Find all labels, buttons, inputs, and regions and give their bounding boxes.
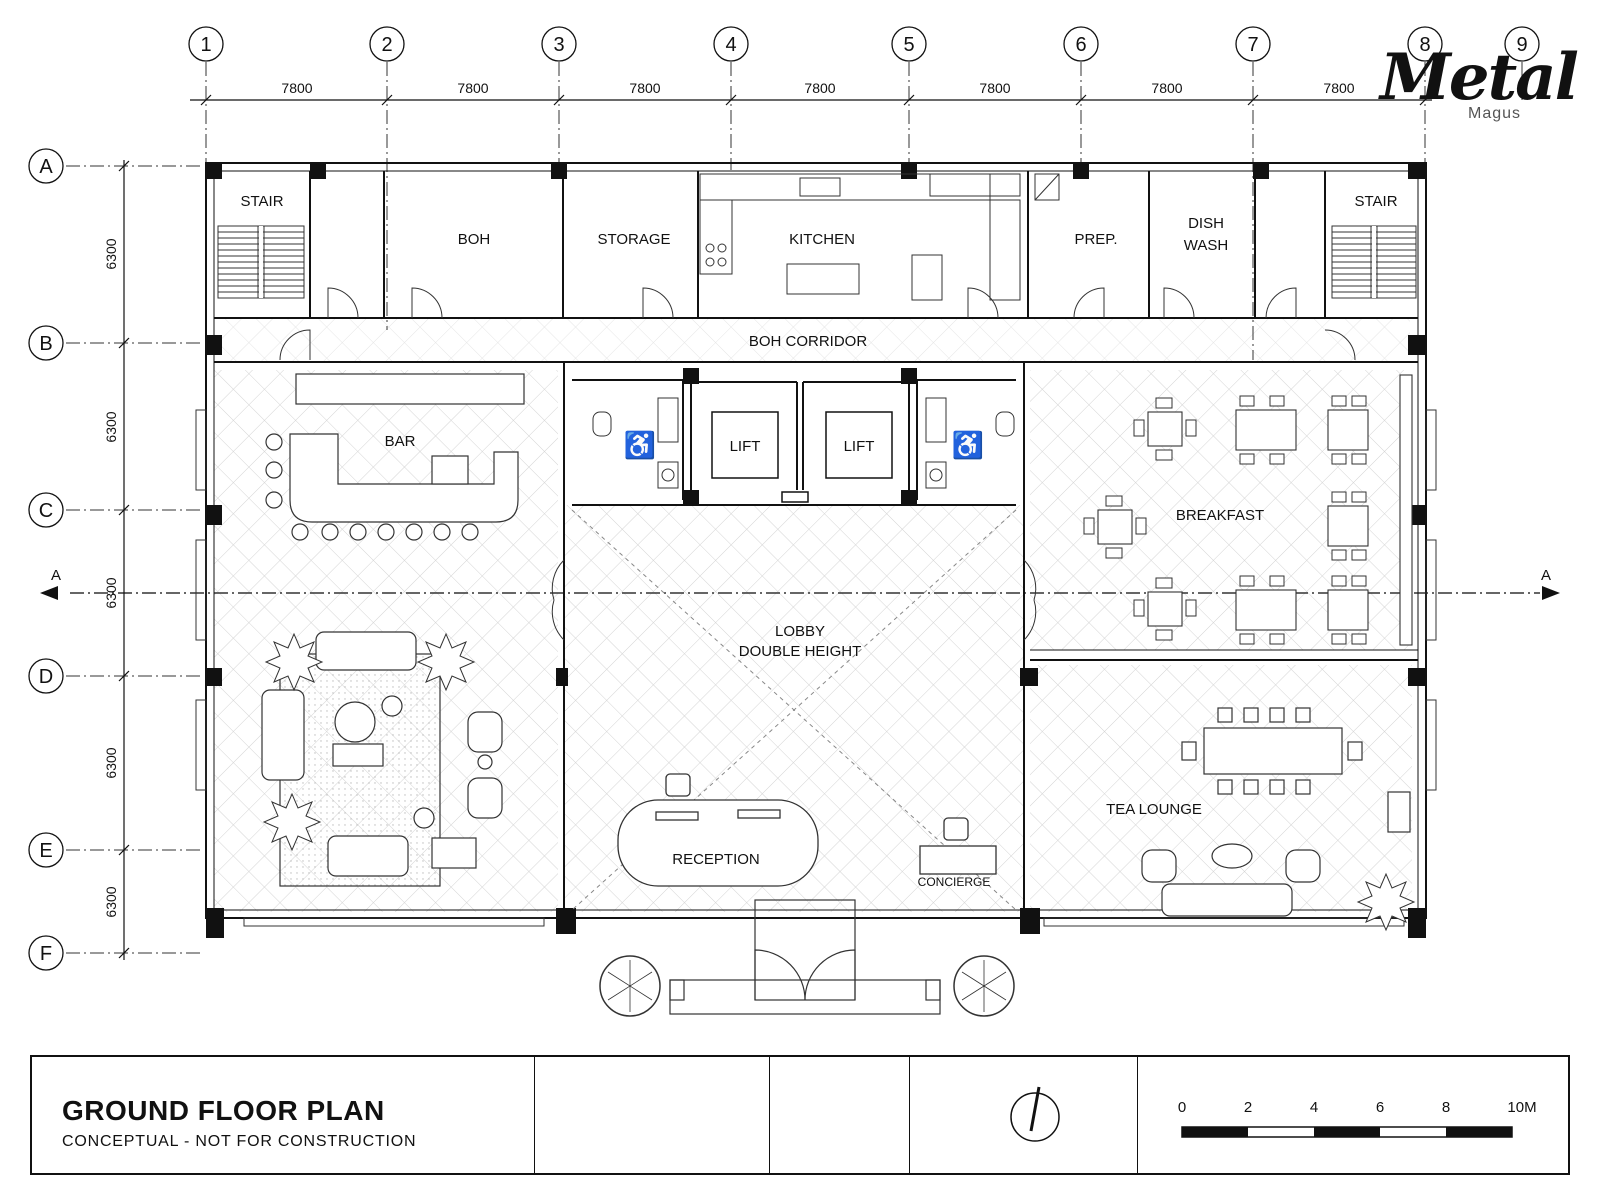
dimension-label: 6300: [103, 747, 119, 778]
column-dimensions: 7800 7800 7800 7800 7800 7800 7800: [281, 80, 1354, 96]
boh-doors: [279, 287, 1356, 361]
dimension-label: 7800: [804, 80, 835, 96]
main-entrance: [669, 899, 941, 1015]
dimension-label: 6300: [103, 886, 119, 917]
room-label-tea-lounge: TEA LOUNGE: [1106, 801, 1202, 818]
svg-text:A: A: [51, 567, 61, 584]
logo-wordmark: Metal: [1380, 40, 1579, 115]
grid-bubble-9: 9: [1516, 34, 1527, 56]
lobby-side-doors: [551, 559, 1037, 641]
row-grid-labels: A B C D E F: [39, 156, 54, 965]
stair-left: [217, 225, 305, 299]
room-label-dish-wash: WASH: [1184, 237, 1228, 254]
lounge-furniture: [261, 631, 503, 887]
scale-cell: 0 2 4 6 8 10M: [1138, 1057, 1570, 1173]
room-label-bar: BAR: [385, 433, 416, 450]
drawing-subtitle: CONCEPTUAL - NOT FOR CONSTRUCTION: [62, 1133, 417, 1150]
room-label-stair-left: STAIR: [240, 193, 283, 210]
scale-label: 2: [1243, 1099, 1253, 1116]
room-label-dish-wash: DISH: [1188, 215, 1224, 232]
grid-bubble-f: F: [40, 943, 52, 965]
grid-bubble-a: A: [39, 156, 53, 178]
room-label-lift: LIFT: [730, 438, 761, 455]
north-cell: [910, 1057, 1138, 1173]
tree-icon: [599, 955, 661, 1017]
dimension-label: 7800: [1323, 80, 1354, 96]
scale-label: 6: [1375, 1099, 1385, 1116]
scale-label: 4: [1309, 1099, 1319, 1116]
breakfast-tables: [1097, 374, 1413, 646]
bar-counter: [265, 373, 525, 541]
grid-bubble-7: 7: [1247, 34, 1258, 56]
room-label-concierge: CONCIERGE: [918, 875, 991, 889]
plant-icon: [1356, 872, 1416, 932]
scale-label: 8: [1441, 1099, 1451, 1116]
logo-subtitle: Magus: [1468, 105, 1522, 122]
room-label-lobby: LOBBY: [775, 623, 825, 640]
reception-desk: [617, 773, 997, 887]
wheelchair-icon: ♿: [624, 430, 656, 460]
row-dimensions: 6300 6300 6300 6300 6300: [103, 238, 119, 917]
toilets: [592, 397, 1015, 489]
plant-icon: [416, 632, 476, 692]
plant-icon: [264, 632, 324, 692]
stair-right: [1331, 225, 1417, 299]
grid-bubble-b: B: [39, 333, 52, 355]
column-grid-labels: 1 2 3 4 5 6 7 8 9: [200, 34, 1527, 56]
room-label-boh: BOH: [458, 231, 491, 248]
grid-bubble-6: 6: [1075, 34, 1086, 56]
dimension-label: 6300: [103, 411, 119, 442]
svg-text:A: A: [1541, 567, 1551, 584]
plant-icon: [262, 792, 322, 852]
room-label-lobby: DOUBLE HEIGHT: [739, 643, 862, 660]
grid-bubble-e: E: [39, 840, 52, 862]
windows: [195, 409, 1437, 927]
room-label-reception: RECEPTION: [672, 851, 760, 868]
grid-bubble-c: C: [39, 500, 53, 522]
section-marker-left: A: [40, 567, 61, 600]
lifts: [711, 411, 893, 503]
section-marker-right: A: [1541, 567, 1560, 600]
room-labels: STAIR BOH STORAGE KITCHEN PREP. DISH WAS…: [240, 193, 1397, 889]
tree-icon: [953, 955, 1015, 1017]
grid-bubble-2: 2: [381, 34, 392, 56]
room-label-kitchen: KITCHEN: [789, 231, 855, 248]
dimension-label: 6300: [103, 238, 119, 269]
kitchen-equipment: [699, 173, 1021, 301]
room-label-storage: STORAGE: [597, 231, 670, 248]
scale-label: 10M: [1507, 1099, 1537, 1116]
title-cell: GROUND FLOOR PLAN CONCEPTUAL - NOT FOR C…: [32, 1057, 535, 1173]
dimension-label: 7800: [979, 80, 1010, 96]
tea-lounge-furniture: [1141, 707, 1411, 917]
dimension-label: 7800: [1151, 80, 1182, 96]
dimension-label: 6300: [103, 577, 119, 608]
title-block: GROUND FLOOR PLAN CONCEPTUAL - NOT FOR C…: [30, 1055, 1570, 1175]
title-block-cell: [535, 1057, 770, 1173]
prep-sink: [1034, 173, 1060, 201]
wheelchair-icon: ♿: [952, 430, 984, 460]
north-arrow-icon: [1010, 1086, 1060, 1142]
scale-label: 0: [1177, 1099, 1187, 1116]
brand-logo: Metal Magus: [1380, 40, 1579, 130]
grid-bubble-8: 8: [1419, 34, 1430, 56]
room-label-breakfast: BREAKFAST: [1176, 507, 1264, 524]
room-label-lift: LIFT: [844, 438, 875, 455]
drawing-title: GROUND FLOOR PLAN: [62, 1095, 385, 1126]
grid-bubble-1: 1: [200, 34, 211, 56]
scale-bar: [1181, 1126, 1513, 1138]
room-label-stair-right: STAIR: [1354, 193, 1397, 210]
dimension-label: 7800: [629, 80, 660, 96]
grid-bubble-3: 3: [553, 34, 564, 56]
dimension-label: 7800: [457, 80, 488, 96]
room-label-prep: PREP.: [1074, 231, 1117, 248]
grid-bubble-5: 5: [903, 34, 914, 56]
grid-bubble-4: 4: [725, 34, 736, 56]
room-label-boh-corridor: BOH CORRIDOR: [749, 333, 868, 350]
dimension-label: 7800: [281, 80, 312, 96]
title-block-cell: [770, 1057, 910, 1173]
grid-bubble-d: D: [39, 666, 53, 688]
